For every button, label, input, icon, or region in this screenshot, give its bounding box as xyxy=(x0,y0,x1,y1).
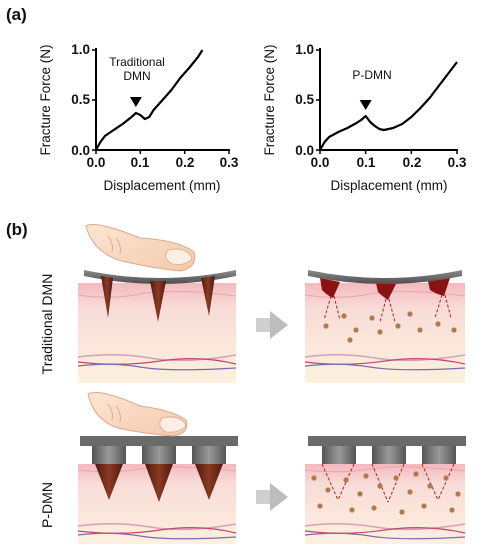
x-tick-label: 0.1 xyxy=(357,155,376,170)
y-axis-title: Fracture Force (N) xyxy=(262,44,277,155)
annotation-line-1: P-DMN xyxy=(352,68,391,82)
panel-b-label: (b) xyxy=(6,220,28,239)
x-axis-title: Displacement (mm) xyxy=(103,178,220,193)
annotation-arrow-icon xyxy=(129,97,142,107)
y-tick-label: 0.5 xyxy=(295,92,314,107)
y-tick-label: 0.0 xyxy=(71,143,90,158)
x-axis-title: Displacement (mm) xyxy=(330,178,447,193)
y-tick-label: 0.0 xyxy=(295,143,314,158)
panel-a-label: (a) xyxy=(6,5,27,24)
y-tick-label: 1.0 xyxy=(71,42,90,57)
chart-traditional-dmn: 0.0 0.5 1.0 0.0 0.1 0.2 0.3 Displacement… xyxy=(38,42,239,193)
x-tick-label: 0.0 xyxy=(311,155,330,170)
y-tick-label: 1.0 xyxy=(295,42,314,57)
finger-pressing-pdmn xyxy=(87,392,188,437)
traditional-patch-before xyxy=(84,270,236,322)
annotation-arrow-icon xyxy=(359,100,372,110)
series-line xyxy=(319,61,458,151)
annotation-line-2: DMN xyxy=(123,69,150,83)
skin-block-traditional-after xyxy=(304,278,466,383)
x-tick-label: 0.3 xyxy=(220,155,239,170)
arrow-right-icon xyxy=(256,311,288,339)
annotation-line-1: Traditional xyxy=(109,55,165,69)
x-tick-label: 0.3 xyxy=(448,155,467,170)
x-tick-label: 0.2 xyxy=(403,155,422,170)
row-label-p-dmn: P-DMN xyxy=(39,482,55,528)
series-line xyxy=(95,49,204,151)
y-axis-title: Fracture Force (N) xyxy=(38,44,53,155)
x-tick-label: 0.2 xyxy=(176,155,195,170)
pdmn-patch-before xyxy=(80,436,238,502)
arrow-right-icon xyxy=(256,483,288,511)
row-label-traditional-dmn: Traditional DMN xyxy=(39,274,55,375)
chart-p-dmn: 0.0 0.5 1.0 0.0 0.1 0.2 0.3 Displacement… xyxy=(262,42,467,193)
x-tick-label: 0.0 xyxy=(87,155,106,170)
finger-pressing-traditional xyxy=(85,224,196,272)
y-tick-label: 0.5 xyxy=(71,92,90,107)
traditional-patch-after xyxy=(308,270,462,284)
skin-block-pdmn-after xyxy=(304,463,466,544)
x-tick-label: 0.1 xyxy=(131,155,150,170)
pdmn-patch-after xyxy=(308,436,466,464)
